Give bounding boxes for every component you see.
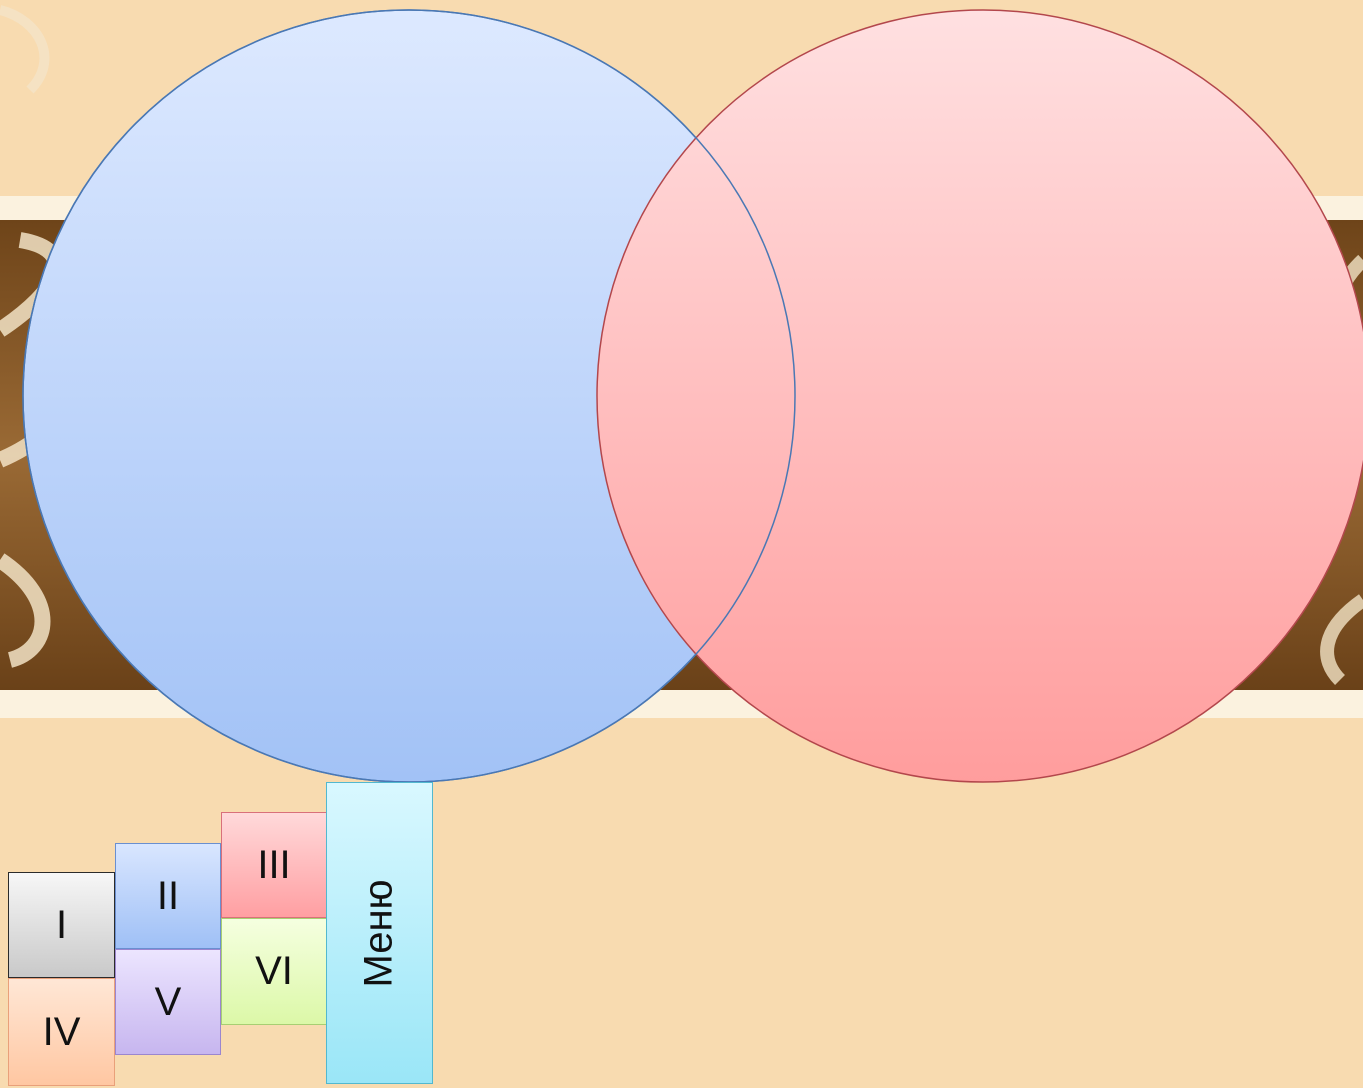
roman-button-3-label: III [257,842,291,887]
roman-button-6[interactable]: VI [221,918,327,1025]
roman-button-4[interactable]: IV [8,978,115,1086]
roman-button-1[interactable]: I [8,872,115,978]
roman-button-2[interactable]: II [115,843,221,949]
roman-button-6-label: VI [255,949,293,993]
roman-button-2-label: II [156,873,180,918]
roman-button-5-label: V [154,979,182,1024]
roman-button-3[interactable]: III [221,812,327,918]
menu-button-label: Меню [357,878,402,988]
roman-button-4-label: IV [42,1009,81,1054]
roman-button-5[interactable]: V [115,949,221,1055]
venn-right-circle [596,9,1363,783]
roman-button-1-label: I [55,902,68,947]
menu-button[interactable]: Меню [326,782,433,1084]
